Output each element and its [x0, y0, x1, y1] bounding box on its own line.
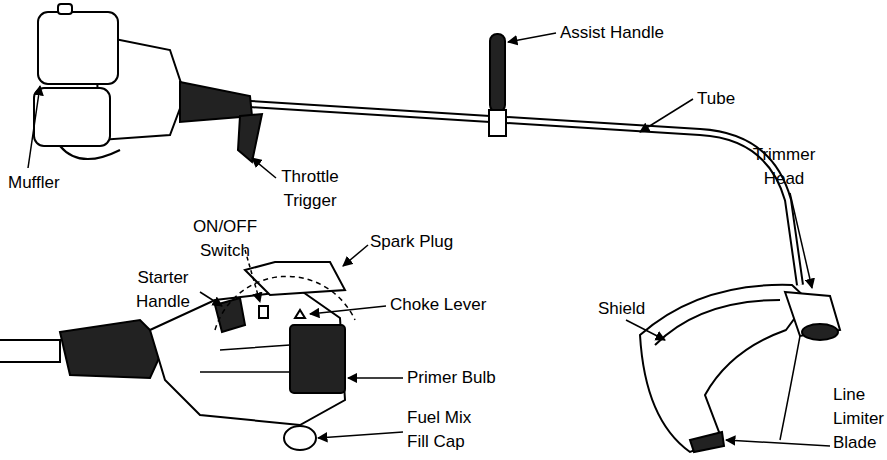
inset-tube — [0, 340, 60, 362]
leader-arrow — [310, 306, 386, 314]
on-off-switch — [259, 306, 268, 318]
leader-arrow — [318, 432, 403, 438]
part-label: Line Limiter Blade — [833, 383, 887, 455]
leader-arrow — [790, 193, 812, 288]
air-filter-box — [38, 12, 118, 84]
engine-inset — [0, 262, 355, 450]
assist-handle — [489, 34, 506, 136]
shield-rib — [655, 300, 780, 345]
part-label: Primer Bulb — [407, 366, 517, 390]
filter-cap — [58, 4, 72, 14]
leader-arrow — [640, 99, 693, 132]
part-label: Starter Handle — [128, 266, 198, 314]
spark-plug-cover — [245, 262, 345, 295]
engine — [34, 4, 262, 162]
leader-arrow — [343, 245, 368, 266]
part-label: Tube — [697, 87, 757, 111]
part-label: Assist Handle — [560, 21, 690, 45]
tube-body — [250, 104, 800, 285]
shield — [640, 285, 808, 452]
cutting-assembly — [640, 285, 840, 452]
part-label: Fuel Mix Fill Cap — [407, 406, 485, 454]
leader-arrow — [252, 158, 276, 178]
tube-outline — [250, 104, 800, 285]
part-label: Muffler — [8, 171, 88, 195]
part-label: Choke Lever — [390, 293, 500, 317]
part-label: Shield — [598, 297, 668, 321]
hose — [60, 146, 120, 159]
inset-grip — [60, 320, 165, 378]
leader-arrow — [726, 440, 830, 446]
part-label: Spark Plug — [370, 230, 480, 254]
choke-lever — [295, 310, 305, 318]
tube — [250, 104, 800, 285]
assist-handle-grip — [490, 34, 505, 112]
muffler-box — [34, 88, 110, 146]
leader-arrow — [200, 292, 222, 306]
line-limiter-blade — [690, 432, 724, 452]
part-label: Trimmer Head — [744, 143, 824, 191]
housing-detail — [200, 345, 290, 372]
assist-handle-clamp — [489, 110, 506, 136]
leader-arrow — [348, 377, 403, 379]
trimmer-spool — [802, 324, 838, 340]
leader-arrows — [28, 33, 830, 446]
leader-arrow — [508, 33, 556, 42]
part-label: Throttle Trigger — [274, 165, 346, 213]
fuel-cap — [284, 426, 316, 450]
detail-circle — [215, 276, 355, 330]
primer-bulb — [290, 325, 345, 393]
trimmer-line — [780, 336, 800, 440]
leader-arrow — [626, 320, 665, 340]
throttle-trigger — [238, 114, 262, 162]
leader-arrow — [28, 86, 40, 168]
part-label: ON/OFF Switch — [190, 215, 260, 263]
